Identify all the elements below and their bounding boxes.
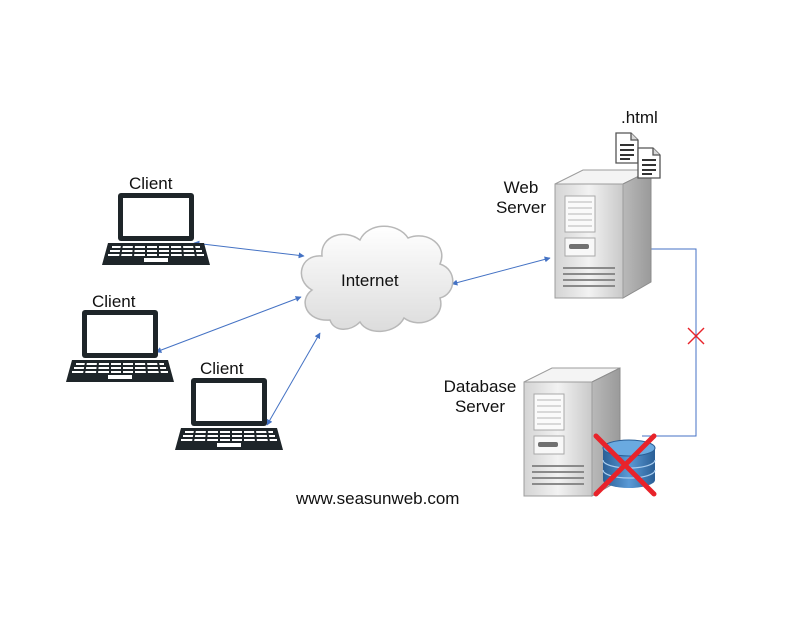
laptop-icon (65, 309, 175, 383)
laptop-icon (101, 192, 211, 266)
html-file-icon (637, 147, 661, 179)
connectors (155, 240, 697, 437)
server-icon (554, 169, 652, 299)
client-label-2: Client (92, 292, 136, 311)
client-2-internet-link (155, 296, 302, 353)
client-3-internet-link (266, 332, 321, 426)
html-file-icon (615, 132, 639, 164)
html-file-label: .html (621, 108, 658, 127)
database-server-label: Database Server (443, 377, 517, 416)
broken-link-x-icon (687, 327, 705, 345)
client-1-internet-link (193, 240, 305, 259)
error-x-icon (593, 433, 657, 497)
internet-webserver-link (451, 256, 551, 286)
web-server-label: Web Server (495, 178, 547, 217)
cloud-icon (300, 225, 454, 332)
client-label-3: Client (200, 359, 244, 378)
webserver-database-link (642, 248, 697, 437)
internet-label: Internet (341, 271, 399, 290)
footer-url: www.seasunweb.com (296, 489, 460, 508)
laptop-icon (174, 377, 284, 451)
client-label-1: Client (129, 174, 173, 193)
